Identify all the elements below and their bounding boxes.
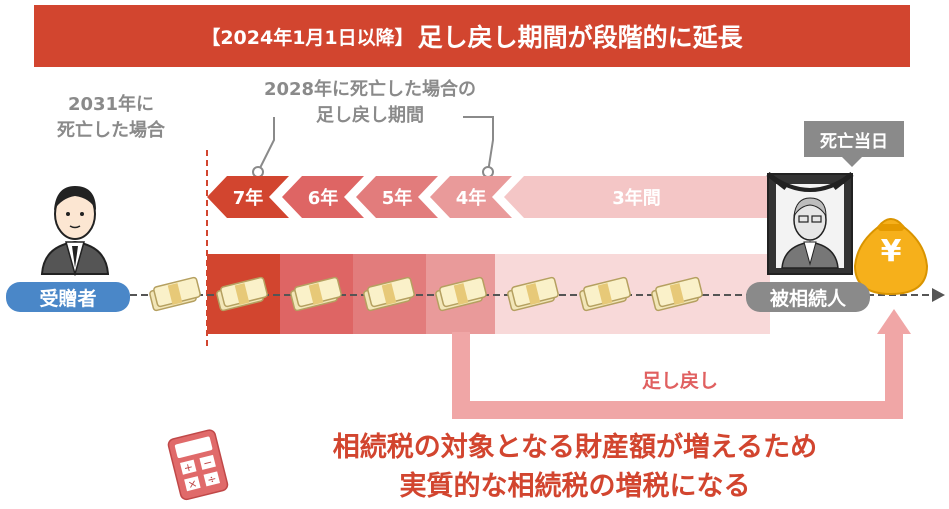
money-bundle-icon (507, 276, 559, 312)
conclusion-line-2: 実質的な相続税の増税になる (399, 471, 751, 502)
svg-text:−: − (202, 455, 214, 470)
person-icon (40, 186, 110, 276)
header-banner: 【2024年1月1日以降】 足し戻し期間が段階的に延長 (34, 5, 910, 67)
label-2028: 2028年に死亡した場合の 足し戻し期間 (263, 79, 477, 126)
death-day-pointer (842, 157, 862, 167)
yen-symbol: ¥ (880, 234, 902, 269)
arrow-3-years: 3年間 (504, 176, 769, 218)
svg-text:÷: ÷ (206, 472, 218, 487)
label-2031: 2031年に 死亡した場合 (57, 94, 165, 141)
banner-tag: 【2024年1月1日以降】 (201, 26, 414, 49)
money-bundle-icon (435, 276, 487, 312)
arrow-5-years: 5年 (356, 176, 438, 218)
recipient-label: 受贈者 (6, 282, 130, 312)
money-bag-icon (853, 218, 929, 296)
money-bundle-icon (149, 276, 201, 312)
svg-text:×: × (186, 477, 198, 492)
death-day-tag: 死亡当日 (804, 121, 904, 157)
add-back-label: 足し戻し (641, 370, 718, 392)
decedent-label: 被相続人 (746, 282, 870, 312)
svg-text:+: + (182, 460, 194, 475)
money-bundle-icon (216, 276, 268, 312)
arrow-6-years: 6年 (282, 176, 364, 218)
money-bundle-icon (579, 276, 631, 312)
banner-title: 足し戻し期間が段階的に延長 (417, 23, 743, 52)
money-bundle-icon (363, 276, 415, 312)
memorial-portrait-icon (766, 172, 854, 275)
money-bundle-icon (290, 276, 342, 312)
calculator-icon: + − × ÷ (167, 429, 229, 501)
conclusion-line-1: 相続税の対象となる財産額が増えるため (332, 432, 818, 463)
money-bundle-icon (651, 276, 703, 312)
